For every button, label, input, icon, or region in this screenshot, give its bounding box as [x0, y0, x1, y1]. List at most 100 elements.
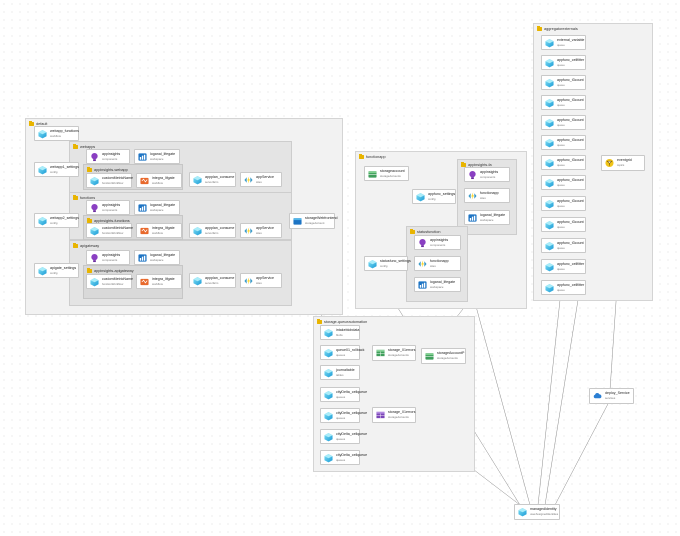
node-webapp1-settings[interactable]: webapp1_settings config [34, 162, 79, 177]
node-functions-appservice[interactable]: appService sites [240, 223, 282, 238]
folder-icon [317, 318, 322, 324]
eventgrid-icon [605, 158, 614, 168]
cube-icon [324, 432, 333, 441]
folder-icon [29, 120, 34, 126]
node-fa-appinsights[interactable]: appinsights components [464, 167, 510, 182]
folder-icon [87, 166, 92, 172]
log-analytics-icon [138, 253, 147, 262]
node-apigateway-custommetric[interactable]: customMetricName functionWorkflow [86, 274, 133, 289]
folder-icon [537, 25, 542, 31]
node-storage-accountp[interactable]: storageAccountP storageAccounts [421, 348, 466, 364]
node-storage-journaltable[interactable]: journaltable tables [320, 365, 360, 380]
cube-icon [545, 78, 554, 87]
cube-icon [38, 129, 47, 138]
node-webapp-functions[interactable]: webapp_functions workflow [34, 126, 79, 141]
cube-icon [545, 98, 554, 107]
node-agg-4[interactable]: appfunc_t3count queue [541, 95, 586, 110]
node-sf-appinsights[interactable]: appinsights components [414, 235, 461, 250]
node-apigateway-appinsights[interactable]: appinsights components [86, 250, 130, 265]
node-apigate-settings[interactable]: apigate_settings config [34, 263, 79, 278]
node-webapp-appservice[interactable]: appService sites [240, 172, 282, 187]
node-agg-7[interactable]: appfunc_t3count queue [541, 155, 586, 170]
storage-table-icon [376, 349, 385, 357]
folder-icon [461, 161, 466, 167]
node-eventgrid[interactable]: eventgrid topics [601, 155, 645, 171]
node-storage-queue-2[interactable]: cityDelta_cellqueue queues [320, 408, 367, 423]
node-fa-loganalytics[interactable]: loganal_lifegate workspace [464, 210, 510, 225]
cube-icon [545, 178, 554, 187]
node-webapp-integra[interactable]: integra_lifgate workflow [136, 173, 182, 188]
node-webapp2-settings[interactable]: webapp2_settings config [34, 213, 79, 228]
cube-icon [545, 38, 554, 47]
workflow-icon [140, 278, 149, 285]
cube-icon [38, 165, 47, 174]
node-storage-account-1[interactable]: storage_01errors storageAccounts [372, 345, 416, 361]
workflow-icon [140, 177, 149, 184]
node-managed-identity[interactable]: managedIdentity userAssignedIdentities [514, 504, 560, 520]
node-storage-account-2[interactable]: storage_01errors storageAccounts [372, 407, 416, 423]
storage-icon [425, 353, 434, 360]
node-fa-storageaccount[interactable]: storageaccount storageAccounts [364, 166, 409, 181]
workflow-icon [140, 227, 149, 234]
cube-icon [90, 277, 99, 286]
node-fa-functionapp[interactable]: functionapp sites [464, 188, 510, 203]
node-storage-webfrontend[interactable]: storageWebfrontend storageAccount [289, 213, 338, 229]
cube-icon [545, 283, 554, 292]
node-deploy-service[interactable]: deploy_Service services [589, 388, 634, 404]
node-agg-13[interactable]: appfunc_cellfitter queue [541, 280, 586, 295]
folder-icon [359, 153, 364, 159]
node-storage-queue-4[interactable]: cityDelta_cellqueue queues [320, 450, 367, 465]
folder-icon [73, 143, 78, 149]
node-apigateway-loganalytics[interactable]: loganal_lifegate workspace [134, 250, 180, 265]
node-agg-9[interactable]: appfunc_t3count queue [541, 196, 586, 211]
node-webapp-appinsights[interactable]: appinsights components [86, 149, 130, 164]
node-functions-consume[interactable]: appplan_consume serverfarm [189, 223, 236, 238]
node-apigateway-integra[interactable]: integra_lifgate workflow [136, 274, 182, 289]
log-analytics-icon [418, 280, 427, 289]
node-apigateway-consume[interactable]: appplan_consume serverfarm [189, 273, 236, 288]
node-agg-5[interactable]: appfunc_t3count queue [541, 115, 586, 130]
cube-icon [38, 216, 47, 225]
folder-icon [73, 194, 78, 200]
node-storage-queue[interactable]: queue01_rollback queues [320, 345, 364, 360]
node-apigateway-appservice[interactable]: appService sites [240, 273, 282, 288]
folder-icon [410, 228, 415, 234]
node-storage-intakeblob[interactable]: intakeblobdata blobs [320, 325, 360, 340]
folder-icon [73, 242, 78, 248]
cube-icon [324, 390, 333, 399]
folder-icon [87, 267, 92, 273]
node-webapp-custommetric[interactable]: customMetricName functionWorkflow [86, 173, 133, 188]
function-bolt-icon [244, 276, 253, 285]
node-functions-custommetric[interactable]: customMetricName functionWorkflow [86, 223, 133, 238]
storage-icon [293, 218, 302, 225]
node-fa-settings[interactable]: appfunc_settings config [412, 189, 456, 204]
function-bolt-icon [468, 191, 477, 200]
node-webapp-consume[interactable]: appplan_consume serverfarm [189, 172, 236, 187]
node-agg-12[interactable]: appfunc_cellfitter queue [541, 259, 586, 274]
node-sf-settings[interactable]: statusfunc_settings config [364, 256, 411, 271]
cube-icon [324, 368, 333, 377]
node-agg-8[interactable]: appfunc_t3count queue [541, 175, 586, 190]
node-webapp-loganalytics[interactable]: loganal_lifegate workspace [134, 149, 180, 164]
cloud-icon [593, 392, 602, 399]
node-storage-queue-1[interactable]: cityDelta_cellqueue queues [320, 387, 367, 402]
cube-icon [324, 348, 333, 357]
node-sf-loganalytics[interactable]: loganal_lifegate workspace [414, 277, 461, 292]
node-agg-3[interactable]: appfunc_t3count queue [541, 75, 586, 90]
node-functions-integra[interactable]: integra_lifgate workflow [136, 223, 182, 238]
appinsights-icon [91, 152, 98, 161]
appinsights-icon [91, 253, 98, 262]
node-agg-1[interactable]: external_variable queue [541, 35, 586, 50]
node-agg-11[interactable]: appfunc_t3count queue [541, 238, 586, 253]
node-sf-functionapp[interactable]: functionapp sites [414, 256, 461, 271]
node-agg-10[interactable]: appfunc_t3count queue [541, 217, 586, 232]
folder-icon [87, 217, 92, 223]
node-agg-6[interactable]: appfunc_t3count queue [541, 135, 586, 150]
cube-icon [368, 259, 377, 268]
node-agg-2[interactable]: appfunc_cellfitter queue [541, 55, 586, 70]
cube-icon [545, 262, 554, 271]
node-functions-loganalytics[interactable]: loganal_lifegate workspace [134, 200, 180, 215]
node-storage-queue-3[interactable]: cityDelta_cellqueue queues [320, 429, 367, 444]
node-functions-appinsights[interactable]: appinsights components [86, 200, 130, 215]
